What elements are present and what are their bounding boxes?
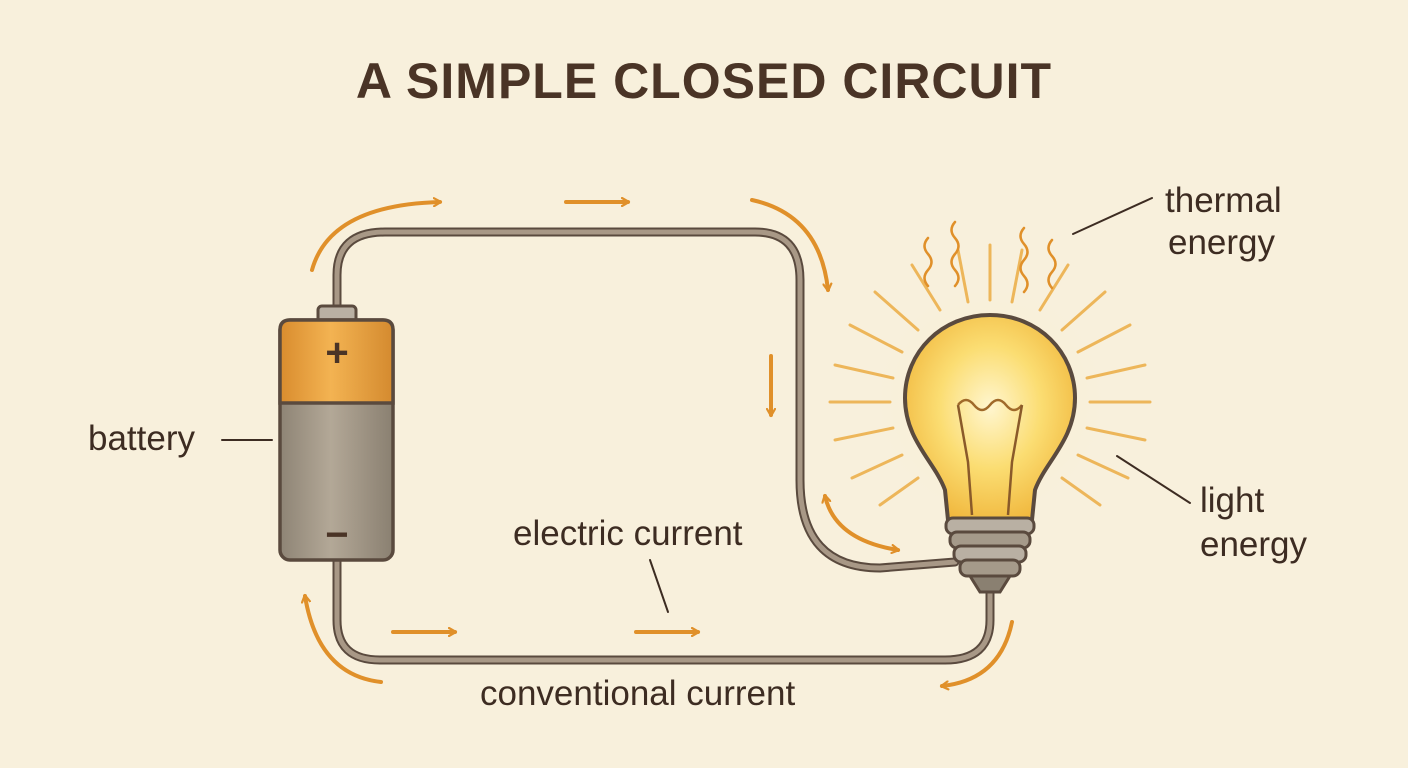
arrow-bulb-double: [825, 496, 898, 550]
light-rays: [828, 243, 1152, 507]
leader-lines: [221, 197, 1191, 613]
label-light-line2: energy: [1200, 525, 1308, 564]
label-conventional-current: conventional current: [480, 674, 796, 713]
negative-terminal: −: [325, 513, 348, 557]
arrow-bottom-left-curve: [305, 596, 383, 684]
wire-bottom: [332, 555, 995, 665]
current-arrows: [305, 198, 1014, 686]
arrow-top-right-curve: [750, 198, 828, 290]
positive-terminal: +: [325, 331, 348, 375]
label-electric-current: electric current: [513, 514, 743, 553]
light-bulb-icon: [902, 312, 1078, 594]
battery-icon: [278, 304, 395, 562]
label-thermal-line2: energy: [1168, 223, 1276, 262]
heat-waves-icon: [923, 220, 1057, 294]
arrow-bottom-right-curve: [942, 620, 1014, 686]
label-battery: battery: [88, 419, 195, 458]
label-thermal-line1: thermal: [1165, 181, 1282, 220]
label-light-line1: light: [1200, 481, 1265, 520]
diagram-title: A SIMPLE CLOSED CIRCUIT: [355, 53, 1053, 109]
arrow-top-left-curve: [310, 202, 440, 272]
